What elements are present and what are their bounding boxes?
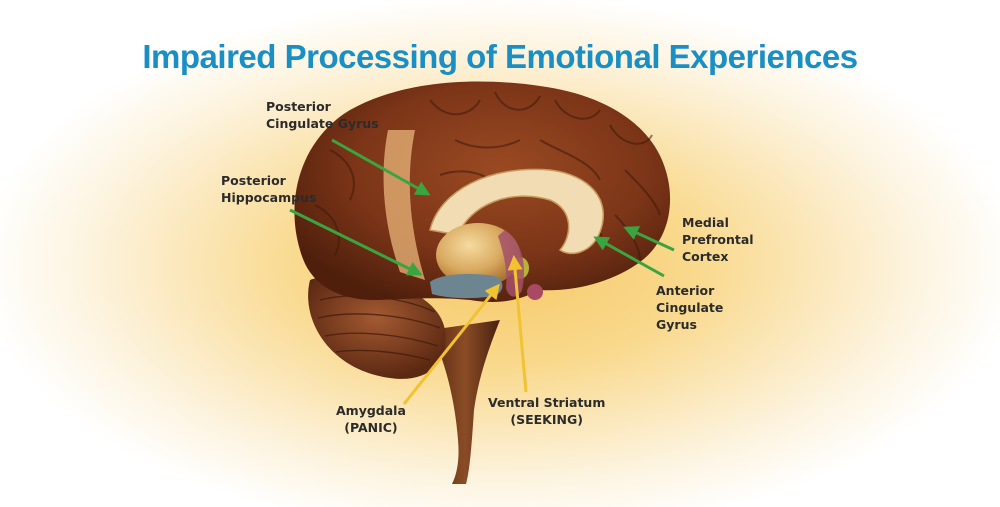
pituitary-region [527, 284, 543, 300]
hippocampus-amygdala-region [430, 274, 503, 299]
label-ventral-striatum: Ventral Striatum (SEEKING) [488, 395, 606, 427]
arrow-posterior-cingulate [331, 138, 431, 196]
arrow-posterior-hippocampus [289, 208, 423, 276]
label-amygdala: Amygdala (PANIC) [336, 403, 406, 435]
diagram-title: Impaired Processing of Emotional Experie… [142, 38, 858, 75]
label-anterior-cingulate-gyrus: Anterior Cingulate Gyrus [656, 283, 724, 332]
label-posterior-hippocampus: Posterior Hippocampus [221, 173, 317, 205]
arrow-amygdala [402, 283, 500, 405]
arrow-ventral-striatum [507, 255, 528, 393]
brain-stem [430, 320, 500, 484]
label-posterior-cingulate-gyrus: Posterior Cingulate Gyrus [266, 99, 379, 131]
arrow-anterior-cingulate [593, 236, 665, 278]
cerebellum [308, 276, 446, 379]
arrow-medial-prefrontal [623, 226, 675, 252]
label-medial-prefrontal-cortex: Medial Prefrontal Cortex [682, 215, 754, 264]
cut-surface [383, 130, 425, 280]
corpus-callosum [429, 168, 605, 255]
